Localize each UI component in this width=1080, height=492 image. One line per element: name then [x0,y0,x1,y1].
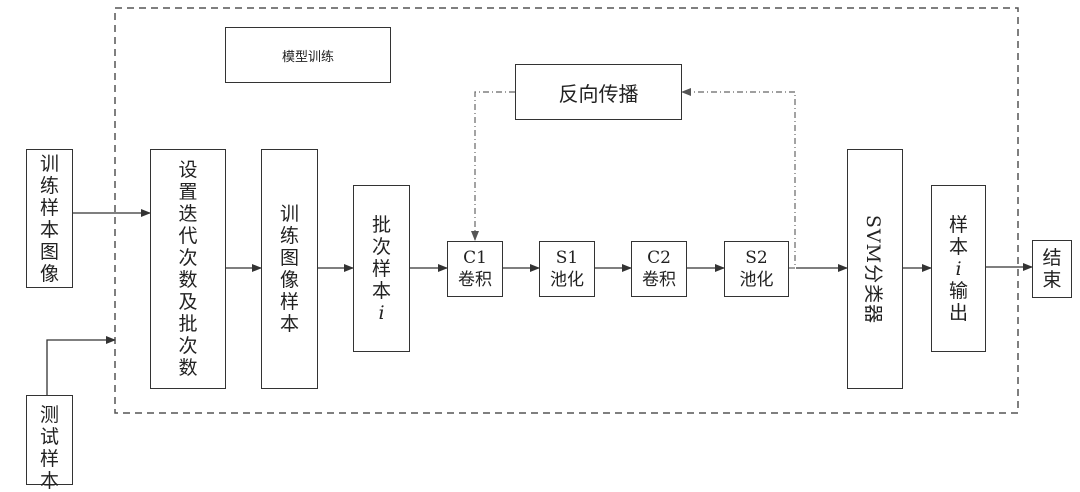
arrow-test-input [46,336,116,395]
arrow-backprop-to-c1 [471,91,515,241]
set-params-label: 设置迭代次数及批次数 [178,159,198,379]
train-image-label: 训练图像样本 [279,203,299,335]
test-input-box: 测试样本 [26,395,73,492]
output-bottom-label: 输出 [948,279,968,324]
svm-label: SVM分类器 [862,214,885,324]
diagram-canvas [46,7,1033,414]
train-input-label: 训练样本图像 [39,152,59,285]
set-params-box: 设置迭代次数及批次数 [150,149,226,389]
train-image-box: 训练图像样本 [261,149,318,389]
backprop-box: 反向传播 [515,64,682,120]
model-training-label: 模型训练 [281,49,334,65]
end-label: 结束 [1042,247,1062,291]
batch-label: 批次样本 [371,213,391,302]
end-box: 结束 [1032,240,1072,298]
arrow-s2-to-backprop [681,88,796,269]
batch-box: 批次样本 i [353,185,410,352]
output-top-label: 样本 [948,213,968,258]
train-input-box: 训练样本图像 [26,149,73,288]
output-index: i [955,257,962,280]
model-training-region [114,7,1019,414]
svm-box: SVM分类器 [847,149,903,389]
batch-index: i [378,301,385,324]
model-training-label-box: 模型训练 [225,27,391,83]
output-box: 样本 i 输出 [931,185,986,352]
backprop-label: 反向传播 [558,81,639,106]
test-input-label: 测试样本 [39,404,59,492]
